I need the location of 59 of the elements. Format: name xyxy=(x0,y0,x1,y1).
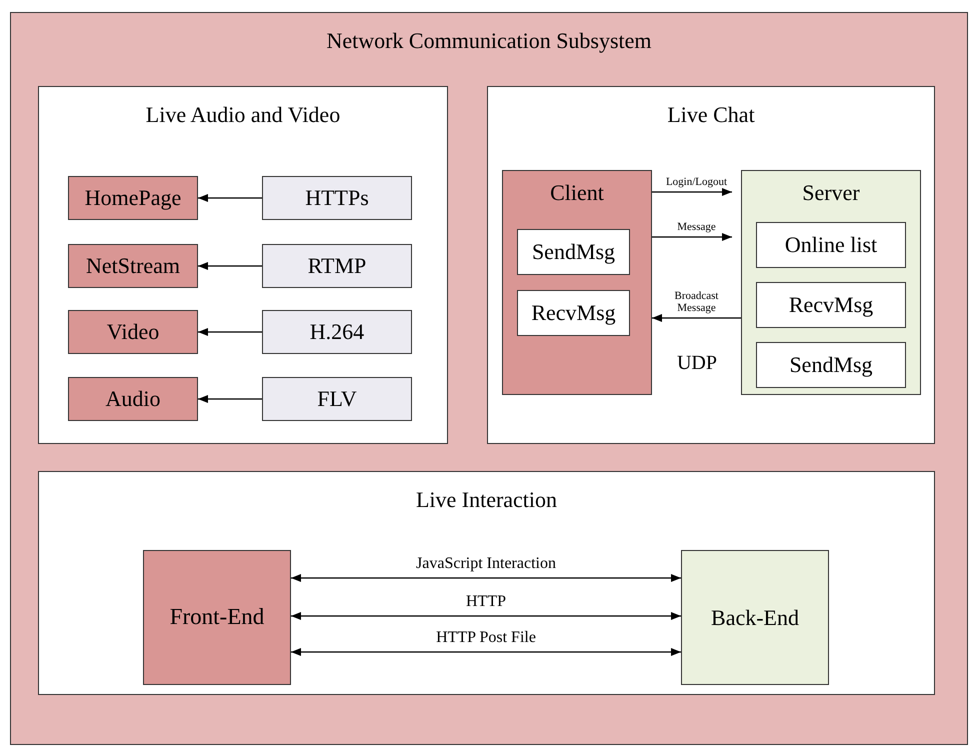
edge-label: JavaScript Interaction xyxy=(415,555,557,573)
node-label: FLV xyxy=(317,385,357,413)
component-box xyxy=(68,176,198,220)
arrow xyxy=(198,262,262,270)
component-box xyxy=(681,550,829,685)
node-label: SendMsg xyxy=(789,351,873,379)
component-box xyxy=(68,310,198,354)
arrow xyxy=(198,328,262,336)
protocol-box xyxy=(262,377,412,421)
node-label: Client xyxy=(550,180,604,205)
edge-label: Message xyxy=(676,220,717,233)
arrow xyxy=(652,188,732,196)
node-label: Video xyxy=(106,318,160,346)
node-label: Live Interaction xyxy=(416,487,558,512)
function-box xyxy=(517,290,630,336)
node-label: Live Chat xyxy=(667,102,755,127)
node-label: Server xyxy=(802,180,860,205)
function-box xyxy=(756,342,906,388)
edge-label: HTTP xyxy=(465,593,507,611)
node-label: Live Audio and Video xyxy=(146,102,340,127)
function-box xyxy=(756,222,906,268)
module-panel xyxy=(38,471,935,695)
module-panel xyxy=(487,86,935,444)
node-label: RecvMsg xyxy=(788,291,874,319)
node-label: Online list xyxy=(784,231,878,259)
arrow xyxy=(652,314,741,322)
node-label: SendMsg xyxy=(532,238,616,266)
arrow xyxy=(291,612,681,620)
protocol-box xyxy=(262,310,412,354)
subsystem-frame xyxy=(10,12,968,745)
function-box xyxy=(756,282,906,328)
function-box xyxy=(517,229,630,275)
node-label: HomePage xyxy=(84,184,182,212)
arrow xyxy=(198,395,262,403)
node-label: Front-End xyxy=(170,603,264,632)
edge-label: Broadcast Message xyxy=(674,290,720,314)
arrow xyxy=(652,233,732,241)
component-box xyxy=(68,377,198,421)
node-label: H.264 xyxy=(310,318,364,346)
component-box xyxy=(68,244,198,288)
arrow xyxy=(291,574,681,582)
arrow xyxy=(291,648,681,656)
edge-label: HTTP Post File xyxy=(435,629,537,647)
component-box xyxy=(502,170,652,395)
node-label: Audio xyxy=(106,385,160,413)
node-label: NetStream xyxy=(86,252,180,280)
node-label: Back-End xyxy=(711,604,799,632)
module-panel xyxy=(38,86,448,444)
component-box xyxy=(143,550,291,685)
protocol-label: UDP xyxy=(676,351,718,376)
component-box xyxy=(741,170,921,395)
node-label: RecvMsg xyxy=(531,299,616,327)
node-label: HTTPs xyxy=(305,184,369,212)
protocol-box xyxy=(262,176,412,220)
edge-label: Login/Logout xyxy=(664,176,728,188)
arrow xyxy=(198,194,262,202)
node-label: Network Communication Subsystem xyxy=(326,28,652,53)
protocol-box xyxy=(262,244,412,288)
node-label: RTMP xyxy=(308,252,366,280)
